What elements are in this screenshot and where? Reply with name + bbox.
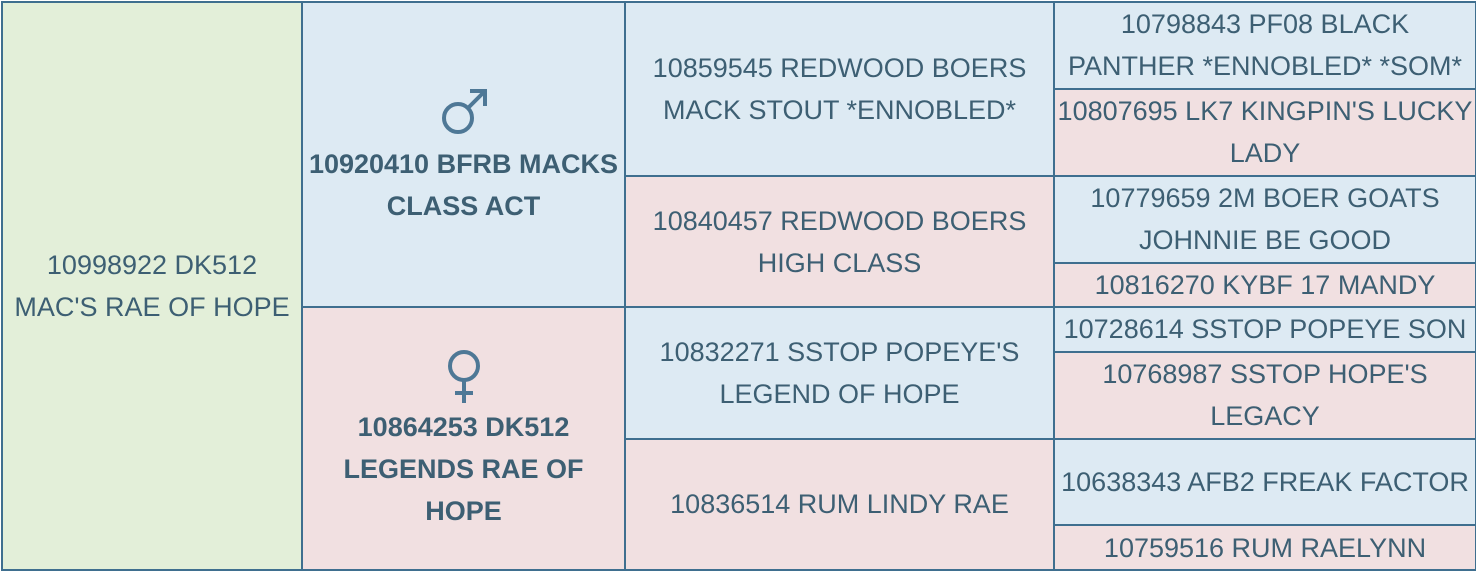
subject-name: 10998922 DK512 MAC'S RAE OF HOPE <box>14 250 290 322</box>
great-grandparent-name: 10768987 SSTOP HOPE'S LEGACY <box>1102 359 1428 432</box>
great-grandparent-cell: 10728614 SSTOP POPEYE SON <box>1053 306 1476 353</box>
great-grandparent-name: 10807695 LK7 KINGPIN'S LUCKY LADY <box>1057 96 1473 169</box>
great-grandparent-cell: 10816270 KYBF 17 MANDY <box>1053 261 1476 309</box>
grandparent-cell: 10840457 REDWOOD BOERS HIGH CLASS <box>624 174 1055 309</box>
great-grandparent-cell: 10798843 PF08 BLACK PANTHER *ENNOBLED* *… <box>1053 1 1476 90</box>
great-grandparent-cell: 10768987 SSTOP HOPE'S LEGACY <box>1053 350 1476 440</box>
grandparent-name: 10836514 RUM LINDY RAE <box>670 489 1009 520</box>
great-grandparent-name: 10759516 RUM RAELYNN <box>1103 532 1427 563</box>
great-grandparent-name: 10728614 SSTOP POPEYE SON <box>1063 314 1467 345</box>
great-grandparent-name: 10798843 PF08 BLACK PANTHER *ENNOBLED* *… <box>1067 9 1463 82</box>
great-grandparent-name: 10816270 KYBF 17 MANDY <box>1094 269 1436 300</box>
great-grandparent-cell: 10779659 2M BOER GOATS JOHNNIE BE GOOD <box>1053 174 1476 264</box>
sire-name: 10920410 BFRB MACKS CLASS ACT <box>308 148 619 221</box>
great-grandparent-name: 10779659 2M BOER GOATS JOHNNIE BE GOOD <box>1090 183 1440 256</box>
great-grandparent-cell: 10759516 RUM RAELYNN <box>1053 524 1476 571</box>
grandparent-cell: 10859545 REDWOOD BOERS MACK STOUT *ENNOB… <box>624 1 1055 177</box>
subject-cell: 10998922 DK512 MAC'S RAE OF HOPE <box>1 1 303 571</box>
dam-cell: 10864253 DK512 LEGENDS RAE OF HOPE <box>301 306 626 571</box>
grandparent-cell: 10836514 RUM LINDY RAE <box>624 437 1055 572</box>
dam-name: 10864253 DK512 LEGENDS RAE OF HOPE <box>343 411 584 526</box>
grandparent-name: 10840457 REDWOOD BOERS HIGH CLASS <box>652 205 1027 278</box>
grandparent-name: 10832271 SSTOP POPEYE'S LEGEND OF HOPE <box>659 336 1020 409</box>
great-grandparent-cell: 10807695 LK7 KINGPIN'S LUCKY LADY <box>1053 87 1476 177</box>
sire-cell: 10920410 BFRB MACKS CLASS ACT <box>301 0 626 309</box>
grandparent-name: 10859545 REDWOOD BOERS MACK STOUT *ENNOB… <box>652 52 1027 125</box>
great-grandparent-cell: 10638343 AFB2 FREAK FACTOR <box>1053 437 1476 527</box>
grandparent-cell: 10832271 SSTOP POPEYE'S LEGEND OF HOPE <box>624 306 1055 440</box>
male-symbol-icon <box>305 83 622 143</box>
great-grandparent-name: 10638343 AFB2 FREAK FACTOR <box>1061 467 1469 498</box>
female-symbol-icon <box>305 346 622 406</box>
